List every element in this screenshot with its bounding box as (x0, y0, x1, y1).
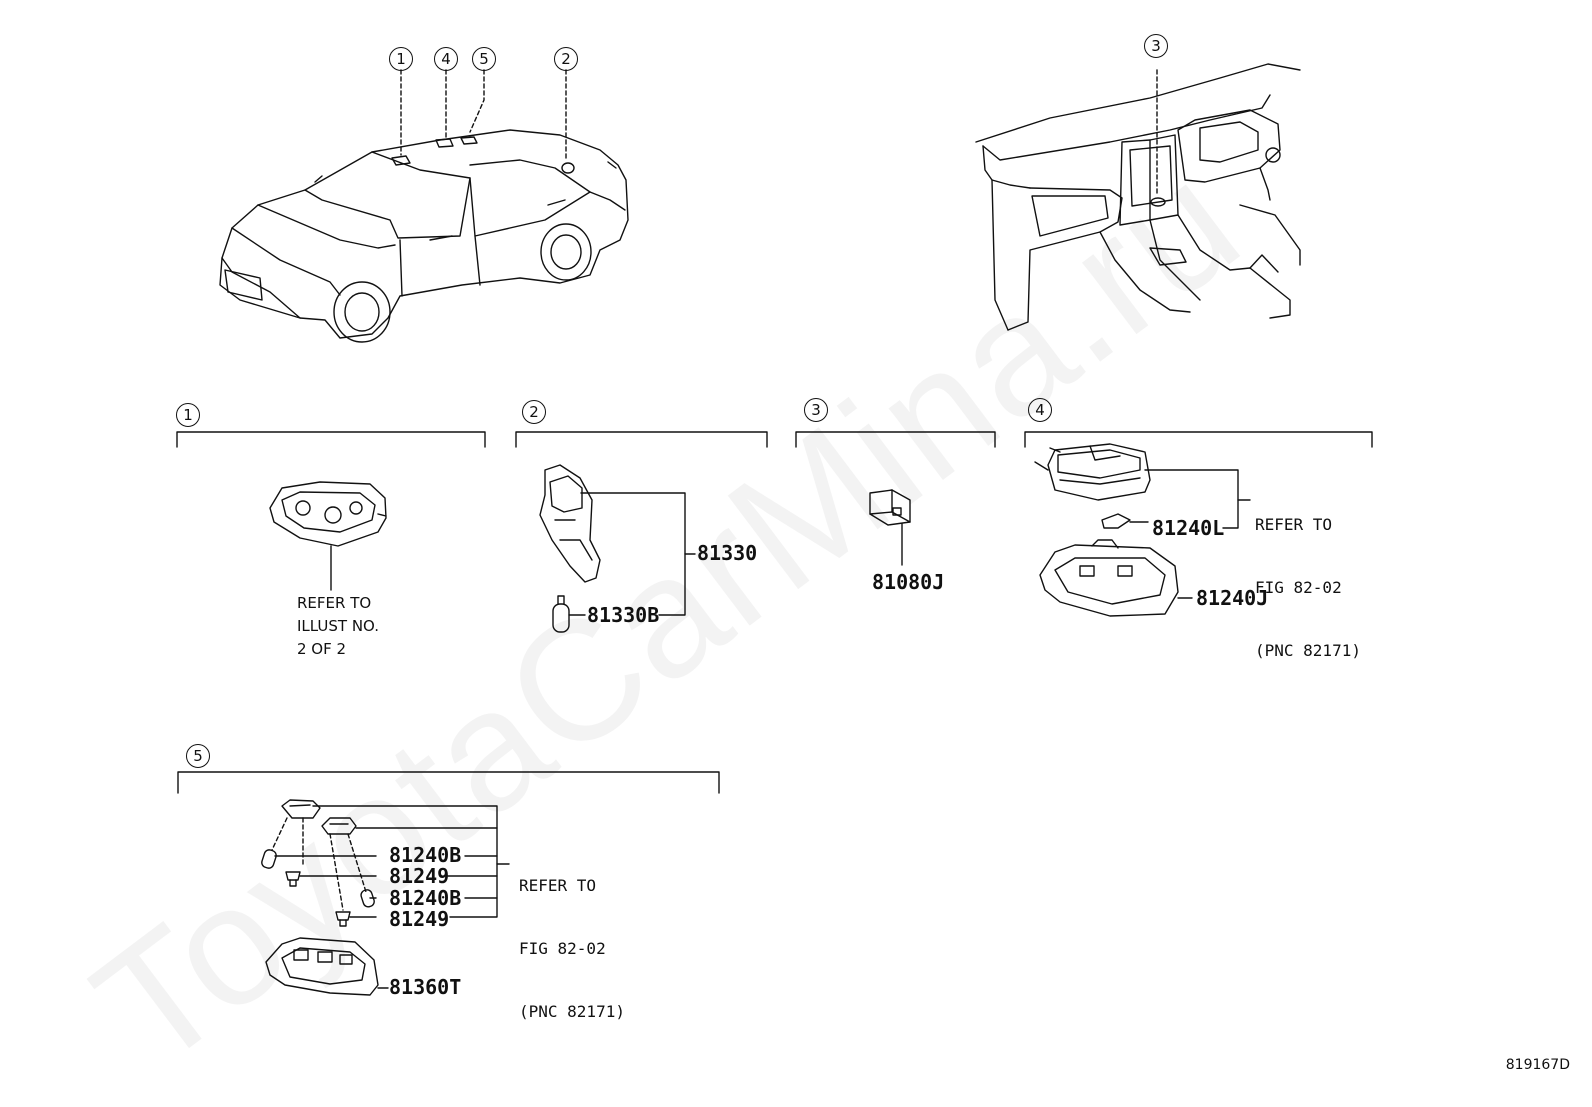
callout-2: 2 (554, 47, 578, 71)
callout-3: 3 (1144, 34, 1168, 58)
refer-line: FIG 82-02 (519, 939, 606, 958)
group1-refer-note: REFER TO ILLUST NO. 2 OF 2 (297, 592, 379, 661)
part-number-81249: 81249 (389, 907, 450, 931)
part-number-81360T: 81360T (389, 975, 462, 999)
part-number-81080J: 81080J (872, 570, 945, 594)
group4-lamp (1034, 443, 1151, 501)
group3-lamp (869, 489, 911, 526)
group4-lamp-housing (1039, 539, 1179, 617)
part-number-81240B: 81240B (389, 843, 462, 867)
part-number-81240L: 81240L (1152, 516, 1225, 540)
group4-label: 4 (1028, 398, 1052, 422)
callout-5: 5 (472, 47, 496, 71)
callout-4: 4 (434, 47, 458, 71)
refer-line: ILLUST NO. (297, 617, 380, 635)
refer-line: REFER TO (1255, 515, 1333, 534)
group1-label: 1 (176, 403, 200, 427)
group5-label: 5 (186, 744, 210, 768)
part-number-81240B: 81240B (389, 886, 462, 910)
group1-lamp (269, 481, 387, 547)
group5-refer-note: REFER TO FIG 82-02 (PNC 82171) (519, 833, 625, 1043)
refer-line: FIG 82-02 (1255, 578, 1342, 597)
group5-lamp-a (281, 799, 321, 819)
car-illustration (219, 129, 629, 343)
part-number-81240J: 81240J (1196, 586, 1269, 610)
refer-line: (PNC 82171) (1255, 641, 1361, 660)
group5-lamp-b (321, 817, 357, 835)
group3-label: 3 (804, 398, 828, 422)
group4-refer-note: REFER TO FIG 82-02 (PNC 82171) (1255, 472, 1361, 682)
group2-label: 2 (522, 400, 546, 424)
refer-line: REFER TO (519, 876, 597, 895)
part-number-81249: 81249 (389, 864, 450, 888)
figure-number: 819167D (1505, 1057, 1570, 1073)
group2-lamp (539, 464, 601, 583)
part-number-81330: 81330 (697, 541, 758, 565)
refer-line: 2 OF 2 (297, 640, 347, 658)
refer-line: (PNC 82171) (519, 1002, 625, 1021)
part-number-81330B: 81330B (587, 603, 660, 627)
dashboard-illustration (975, 63, 1301, 331)
refer-line: REFER TO (297, 594, 372, 612)
group5-lamp-housing (265, 937, 379, 996)
callout-1: 1 (389, 47, 413, 71)
